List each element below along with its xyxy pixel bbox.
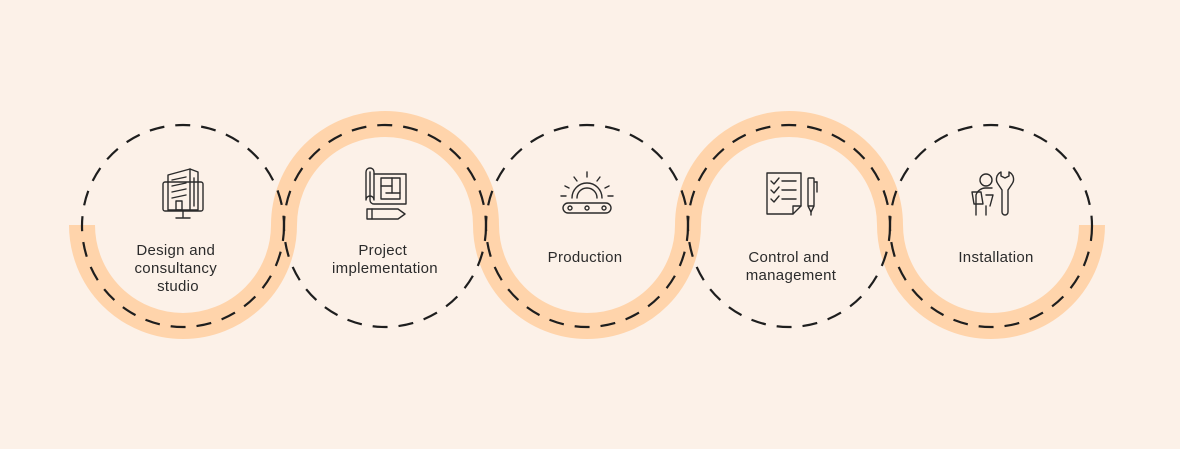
gear-conveyor-icon [560, 171, 614, 214]
step-3-dashed-circle [484, 123, 690, 329]
process-wave [69, 111, 1105, 339]
step-4-label: Control and management [746, 249, 837, 284]
step-2-dashed-circle [282, 123, 488, 329]
step-4-label-line-2: management [746, 267, 837, 284]
step-5-label-line-1: Installation [958, 249, 1033, 266]
step-3-label-line-1: Production [548, 249, 623, 266]
step-2-label: Project implementation [332, 242, 438, 277]
step-2-label-line-2: implementation [332, 260, 438, 277]
step-4-dashed-circle [686, 123, 892, 329]
step-4-label-line-1: Control and [748, 249, 829, 266]
step-5-label: Installation [958, 249, 1033, 266]
step-3-label: Production [548, 249, 623, 266]
blueprint-pencil-icon [365, 167, 407, 220]
step-2-label-line-1: Project [358, 242, 407, 259]
step-5-dashed-circle [888, 123, 1094, 329]
step-1-label: Design and consultancy studio [135, 242, 222, 295]
building-monitor-icon [162, 168, 204, 219]
step-1-label-line-1: Design and [136, 242, 215, 259]
step-1-label-line-3: studio [157, 278, 199, 295]
worker-wrench-icon [971, 171, 1015, 216]
checklist-pen-icon [766, 172, 818, 216]
step-1-label-line-2: consultancy [135, 260, 218, 277]
step-1-dashed-circle [80, 123, 286, 329]
